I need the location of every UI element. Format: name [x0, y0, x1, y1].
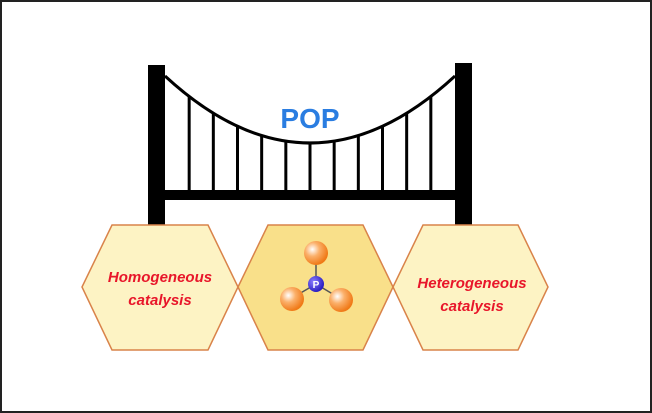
- hangers: [187, 96, 433, 190]
- bridge-deck: [165, 190, 455, 200]
- phosphorus-atom-label: P: [313, 280, 320, 291]
- heterogeneous-catalysis-label: catalysis: [440, 298, 503, 315]
- hexagon-heterogeneous: [392, 224, 549, 351]
- hexagon-homogeneous: [81, 224, 239, 351]
- homogeneous-label: Homogeneous: [108, 269, 212, 286]
- bridge: [148, 63, 472, 227]
- right-pillar: [455, 63, 472, 227]
- phosphine-molecule-icon: P: [280, 241, 353, 312]
- left-pillar: [148, 65, 165, 227]
- heterogeneous-label: Heterogeneous: [417, 275, 526, 292]
- suspension-cable: [163, 74, 457, 145]
- homogeneous-catalysis-label: catalysis: [128, 292, 191, 309]
- pop-title: POP: [280, 103, 339, 134]
